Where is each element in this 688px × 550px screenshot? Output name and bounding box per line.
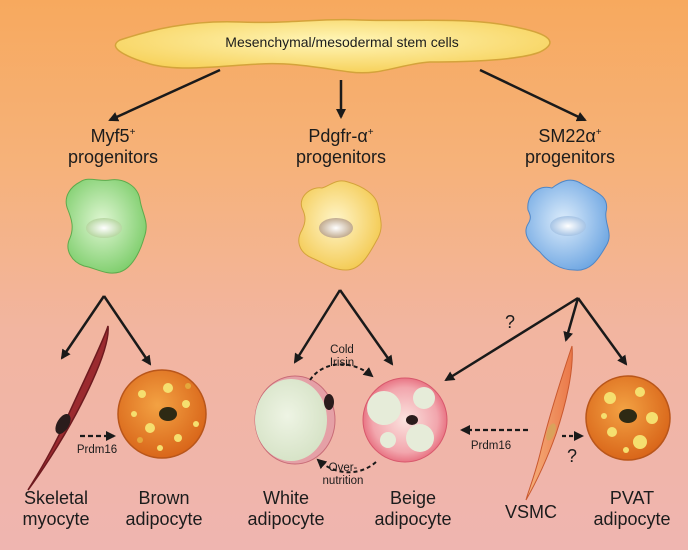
white-adipocyte-cell (254, 375, 336, 465)
arrow-myf5-skeletal (60, 295, 106, 360)
vsmc-label: VSMC (504, 502, 557, 522)
brown-adipocyte-cell (117, 369, 207, 459)
pdgfr-progenitor-cell (298, 180, 382, 271)
myf5-progenitor-cell (65, 178, 147, 274)
arrow-sm22-pvat (576, 297, 628, 366)
question-mark-top: ? (504, 312, 515, 332)
arrow-sm22-beige (444, 296, 579, 382)
beige-adipocyte-cell (362, 377, 448, 463)
arrow-stem-myf5 (108, 68, 221, 122)
stem-cell-label: Mesenchymal/mesodermal stem cells (225, 34, 459, 50)
arrow-pdgfr-white (293, 289, 342, 364)
sm22-progenitor-cell (525, 179, 610, 271)
arrow-stem-sm22 (479, 68, 587, 122)
myf5-progenitor-label: Myf5+ progenitors (67, 126, 159, 167)
prdm16-right-label: Prdm16 (470, 440, 512, 452)
stem-cell-shape (114, 18, 551, 74)
pdgfr-progenitor-label: Pdgfr-α+ progenitors (295, 126, 387, 167)
pvat-adipocyte-cell (585, 375, 671, 461)
vsmc-cell (525, 345, 573, 501)
arrow-overnutrition (316, 458, 377, 474)
arrow-sm22-vsmc (563, 297, 580, 342)
sm22-progenitor-label: SM22α+ progenitors (524, 126, 616, 167)
prdm16-left-label: Prdm16 (76, 444, 118, 456)
question-mark-bottom: ? (566, 446, 577, 466)
skeletal-myocyte-cell (27, 325, 109, 491)
arrow-myf5-brown (102, 295, 152, 366)
arrow-pdgfr-beige (338, 289, 394, 366)
overnutrition-label: Over-nutrition (322, 462, 364, 488)
